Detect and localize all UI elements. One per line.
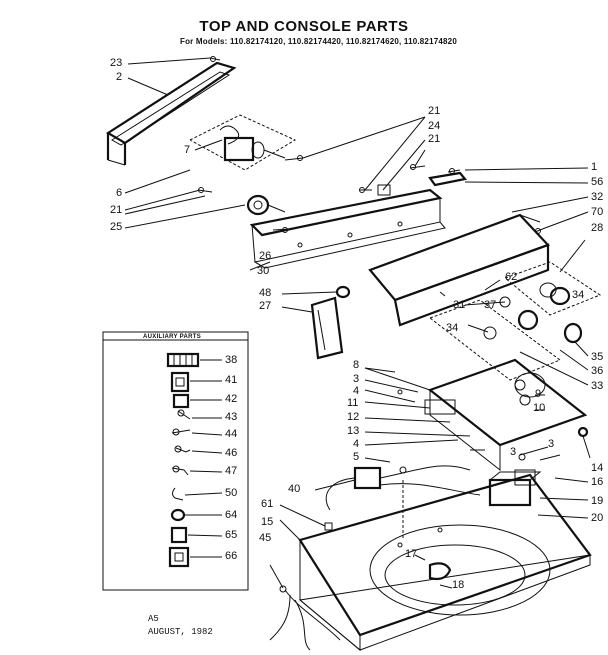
- callout-28: 28: [591, 222, 604, 234]
- callout-43: 43: [225, 411, 238, 423]
- callout-35: 35: [591, 351, 604, 363]
- callout-5: 5: [353, 451, 360, 463]
- callout-56: 56: [591, 176, 604, 188]
- callout-1: 1: [591, 161, 598, 173]
- callout-50: 50: [225, 487, 238, 499]
- clip-1-56: [428, 167, 589, 187]
- callout-16: 16: [591, 476, 604, 488]
- model-numbers: For Models: 110.82174120, 110.82174420, …: [180, 37, 457, 46]
- console-bracket-30: [249, 188, 446, 269]
- aux-parts-title: AUXILIARY PARTS: [143, 334, 202, 340]
- callout-17: 17: [405, 548, 418, 560]
- callout-44: 44: [225, 428, 238, 440]
- callout-12: 12: [347, 411, 360, 423]
- callout-11: 11: [347, 397, 359, 409]
- callout-62: 62: [505, 271, 518, 283]
- diagram-title: TOP AND CONSOLE PARTS: [199, 18, 409, 35]
- callout-66: 66: [225, 550, 238, 562]
- console-back-panel: [424, 358, 588, 472]
- callout-10: 10: [533, 402, 546, 414]
- callout-65: 65: [225, 529, 238, 541]
- callout-36: 36: [591, 365, 604, 377]
- callout-34-right: 34: [572, 289, 585, 301]
- callout-45: 45: [259, 532, 272, 544]
- callout-3-right: 3: [548, 438, 555, 450]
- callout-21-left: 21: [110, 204, 123, 216]
- callout-4-upper: 4: [353, 385, 360, 397]
- callout-7: 7: [184, 144, 191, 156]
- timer-housing: [189, 114, 297, 171]
- trim-strip: [105, 61, 237, 166]
- callout-40: 40: [288, 483, 301, 495]
- footer-date: AUGUST, 1982: [148, 627, 213, 637]
- screw-23: [209, 56, 221, 62]
- wiring-harness: [325, 465, 481, 511]
- callout-33: 33: [591, 380, 604, 392]
- callout-18: 18: [452, 579, 465, 591]
- callout-48: 48: [259, 287, 272, 299]
- end-cap-27: [310, 296, 344, 360]
- callout-37: 37: [484, 299, 497, 311]
- callout-2: 2: [116, 71, 123, 83]
- callout-15: 15: [261, 516, 274, 528]
- callout-21-mid: 21: [428, 133, 441, 145]
- callout-21-top: 21: [428, 105, 441, 117]
- callout-34-left: 34: [446, 322, 459, 334]
- callout-3-lower: 3: [510, 446, 517, 458]
- callout-38: 38: [225, 354, 238, 366]
- callout-4-lower: 4: [353, 438, 360, 450]
- washer-top-15: [298, 473, 592, 652]
- callout-6: 6: [116, 187, 123, 199]
- callout-19: 19: [591, 495, 604, 507]
- console-panel-32: [368, 213, 550, 327]
- knob-25: [246, 194, 286, 216]
- callout-31: 31: [453, 299, 466, 311]
- callout-64: 64: [225, 509, 238, 521]
- callout-32: 32: [591, 191, 604, 203]
- callout-14: 14: [591, 462, 604, 474]
- callout-30: 30: [257, 265, 270, 277]
- auxiliary-parts-box: [102, 331, 249, 591]
- callout-24: 24: [428, 120, 441, 132]
- callout-13: 13: [347, 425, 360, 437]
- callout-27: 27: [259, 300, 272, 312]
- callout-8: 8: [353, 359, 360, 371]
- callout-3-upper: 3: [353, 373, 360, 385]
- callout-20: 20: [591, 512, 604, 524]
- callout-9: 9: [535, 388, 542, 400]
- callout-61: 61: [261, 498, 274, 510]
- callout-41: 41: [225, 374, 238, 386]
- callout-47: 47: [225, 465, 238, 477]
- footer-code: A5: [148, 614, 159, 624]
- callout-25: 25: [110, 221, 123, 233]
- callout-46: 46: [225, 447, 238, 459]
- aux-part-drawings: [166, 352, 223, 568]
- callout-70: 70: [591, 206, 604, 218]
- callout-23: 23: [110, 57, 123, 69]
- callout-26: 26: [259, 250, 272, 262]
- callout-42: 42: [225, 393, 238, 405]
